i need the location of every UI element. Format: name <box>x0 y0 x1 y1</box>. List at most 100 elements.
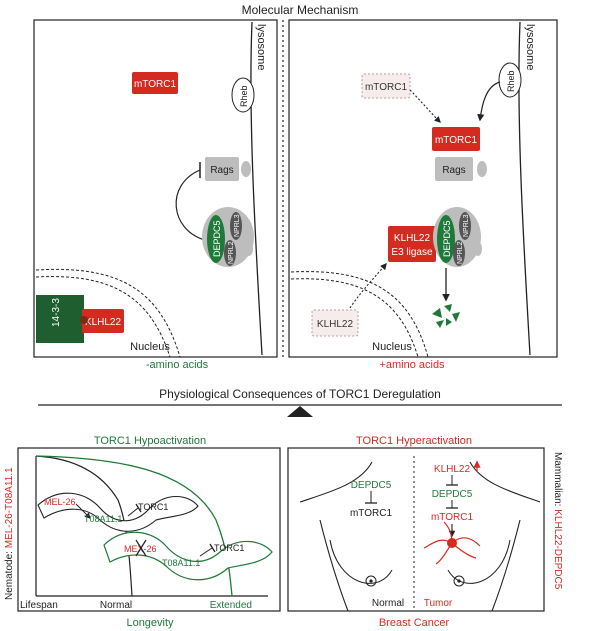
left-depdc5 <box>207 215 225 263</box>
worm-extended-cross-2 <box>135 539 147 557</box>
section-divider-triangle <box>287 406 313 417</box>
label-normal: Normal <box>372 598 404 609</box>
right-condition-label: +amino acids <box>379 359 445 371</box>
left-mtorc1-label: mTORC1 <box>134 79 176 90</box>
breast-cancer-panel <box>287 447 545 612</box>
left-lysosome-label: lysosome <box>255 24 267 70</box>
hypoactivation-title: TORC1 Hypoactivation <box>94 435 206 447</box>
left-gator-anchor <box>245 242 253 256</box>
left-rags <box>205 157 239 181</box>
right-lysosome-label: lysosome <box>524 24 536 70</box>
tumor-klhl22: KLHL22 <box>434 464 471 475</box>
left-lysosome-membrane <box>250 21 263 356</box>
x-label-lifespan: Lifespan <box>20 600 58 611</box>
left-condition-label: -amino acids <box>146 359 209 371</box>
right-nucleus-membrane-inner <box>290 278 419 358</box>
right-rags <box>435 157 473 181</box>
nipple-left-inner <box>369 579 373 583</box>
breast-left-outline <box>329 539 393 584</box>
right-rheb-label: Rheb <box>506 70 516 92</box>
right-klhl22-e3 <box>388 226 436 262</box>
left-nucleus-membrane-inner <box>35 276 171 358</box>
left-klhl22-label: KLHL22 <box>85 317 122 328</box>
right-mtorc1-faded-label: mTORC1 <box>365 82 407 93</box>
right-gator-anchor <box>474 242 482 256</box>
right-klhl22-e3-line2: E3 ligase <box>391 247 433 258</box>
worm-normal-mel26: MEL-26 <box>44 497 76 507</box>
right-rags-anchor <box>477 161 487 177</box>
label-tumor: Tumor <box>424 598 453 609</box>
worm-normal-inhibit-bar <box>135 503 142 513</box>
right-depdc5-label: DEPDC5 <box>442 220 452 257</box>
right-klhl22-e3-line1: KLHL22 <box>394 233 431 244</box>
left-depdc5-label: DEPDC5 <box>212 220 222 257</box>
nematode-side-label: Nematode: MEL-26-T08A11.1 <box>4 467 15 600</box>
normal-mtorc1: mTORC1 <box>350 508 392 519</box>
molecular-mechanism-title: Molecular Mechanism <box>242 3 359 17</box>
right-degraded-fragments <box>432 304 460 328</box>
left-nprl3-label: NPRL3 <box>234 214 241 237</box>
right-lysosome-membrane <box>518 21 531 356</box>
right-klhl22-faded <box>311 309 359 337</box>
nipple-right-inner <box>457 579 461 583</box>
right-nprl2 <box>453 240 465 266</box>
left-rheb <box>231 77 255 113</box>
right-nucleus-label: Nucleus <box>372 341 412 353</box>
normal-depdc5: DEPDC5 <box>351 480 392 491</box>
right-nucleus-membrane-outer <box>290 271 429 358</box>
tumor-depdc5: DEPDC5 <box>432 489 473 500</box>
right-nprl3 <box>459 212 471 240</box>
worm-extended-inhibit-stem <box>199 547 213 557</box>
breast-cancer-caption: Breast Cancer <box>379 617 450 629</box>
left-nprl2-label: NPRL2 <box>228 241 235 264</box>
worm-normal-t08a: T08A11.1 <box>84 514 122 524</box>
worm-normal-inhibit-stem <box>127 507 139 517</box>
tumor-core <box>447 538 457 548</box>
worm-extended-torc1: TORC1 <box>214 543 244 553</box>
right-rags-label: Rags <box>442 165 465 176</box>
tumor-mtorc1: mTORC1 <box>431 512 473 523</box>
worm-extended <box>103 531 273 581</box>
left-rags-anchor <box>241 161 251 177</box>
left-rags-label: Rags <box>210 165 233 176</box>
right-klhl22-faded-label: KLHL22 <box>317 319 354 330</box>
worm-normal <box>37 492 199 532</box>
left-phospho-dot <box>80 316 88 324</box>
left-nucleus-membrane-outer <box>35 268 181 358</box>
left-nucleus-label: Nucleus <box>130 341 170 353</box>
breast-right-outline <box>447 539 511 584</box>
left-nprl3 <box>230 212 242 240</box>
torso-outline <box>299 461 541 503</box>
right-rheb-arrow <box>477 81 501 122</box>
torso-left-side <box>319 519 349 612</box>
longevity-caption: Longevity <box>126 617 174 629</box>
torso-right-side <box>491 519 521 612</box>
right-mtorc1-label: mTORC1 <box>435 135 477 146</box>
left-14-3-3-label: 14-3-3 <box>51 298 62 327</box>
worm-normal-torc1: TORC1 <box>138 502 168 512</box>
normal-survival-curve <box>35 455 133 597</box>
right-export-arrow <box>349 262 387 309</box>
x-label-extended: Extended <box>210 600 252 611</box>
hyperactivation-title: TORC1 Hyperactivation <box>356 435 472 447</box>
right-rheb <box>498 62 522 98</box>
left-nprl2 <box>224 240 236 266</box>
right-recruit-arrow <box>409 89 441 123</box>
left-klhl22 <box>82 309 124 333</box>
longevity-panel <box>17 447 281 612</box>
worm-normal-arrow <box>75 503 91 519</box>
left-inhibition-arc <box>175 169 206 241</box>
left-14-3-3 <box>36 295 84 343</box>
mammalian-side-label: Mammalian: KLHL22-DEPDC5 <box>552 452 563 590</box>
right-nprl3-label: NPRL3 <box>463 214 470 237</box>
right-mtorc1-faded <box>361 73 411 99</box>
x-label-normal: Normal <box>100 600 132 611</box>
right-depdc5 <box>437 215 455 263</box>
left-mtorc1 <box>132 72 178 94</box>
nipple-right-outer <box>453 575 465 587</box>
right-mtorc1 <box>432 127 480 151</box>
right-nprl2-label: NPRL2 <box>457 241 464 264</box>
nipple-left-outer <box>365 575 377 587</box>
worm-extended-t08a: T08A11.1 <box>162 558 200 568</box>
